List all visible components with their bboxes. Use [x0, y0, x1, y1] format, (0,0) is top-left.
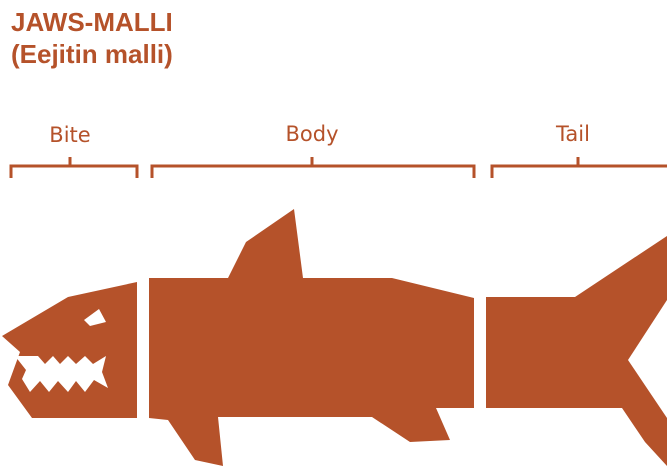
bracket-body: [152, 157, 474, 178]
label-tail: Tail: [555, 122, 590, 146]
shark-body: [149, 209, 474, 466]
label-body: Body: [285, 122, 338, 146]
shark-head: [2, 282, 137, 418]
label-bite: Bite: [49, 123, 90, 147]
bracket-tail: [492, 157, 667, 178]
bracket-bite: [11, 157, 137, 178]
